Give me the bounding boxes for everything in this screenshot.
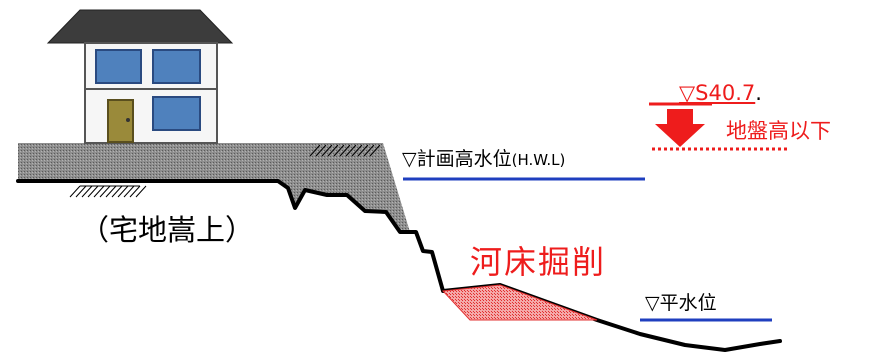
embankment-label: （宅地嵩上） [80,213,255,247]
ground-level-label: ▽S40.7. [679,81,762,105]
ground-hatch-right [309,144,381,157]
house-icon [46,9,234,144]
excavation-area [441,284,598,321]
ground-lowering-label: 地盤高以下 [726,119,831,143]
hwl-label: ▽計画高水位(H.W.L) [402,148,566,170]
embankment-fill [18,143,410,232]
normal-water-label: ▽平水位 [645,292,717,314]
ground-hatch-left [69,185,147,198]
excavation-label: 河床掘削 [470,243,607,281]
down-arrow-icon [655,109,705,147]
ground-profile-line [16,179,782,352]
